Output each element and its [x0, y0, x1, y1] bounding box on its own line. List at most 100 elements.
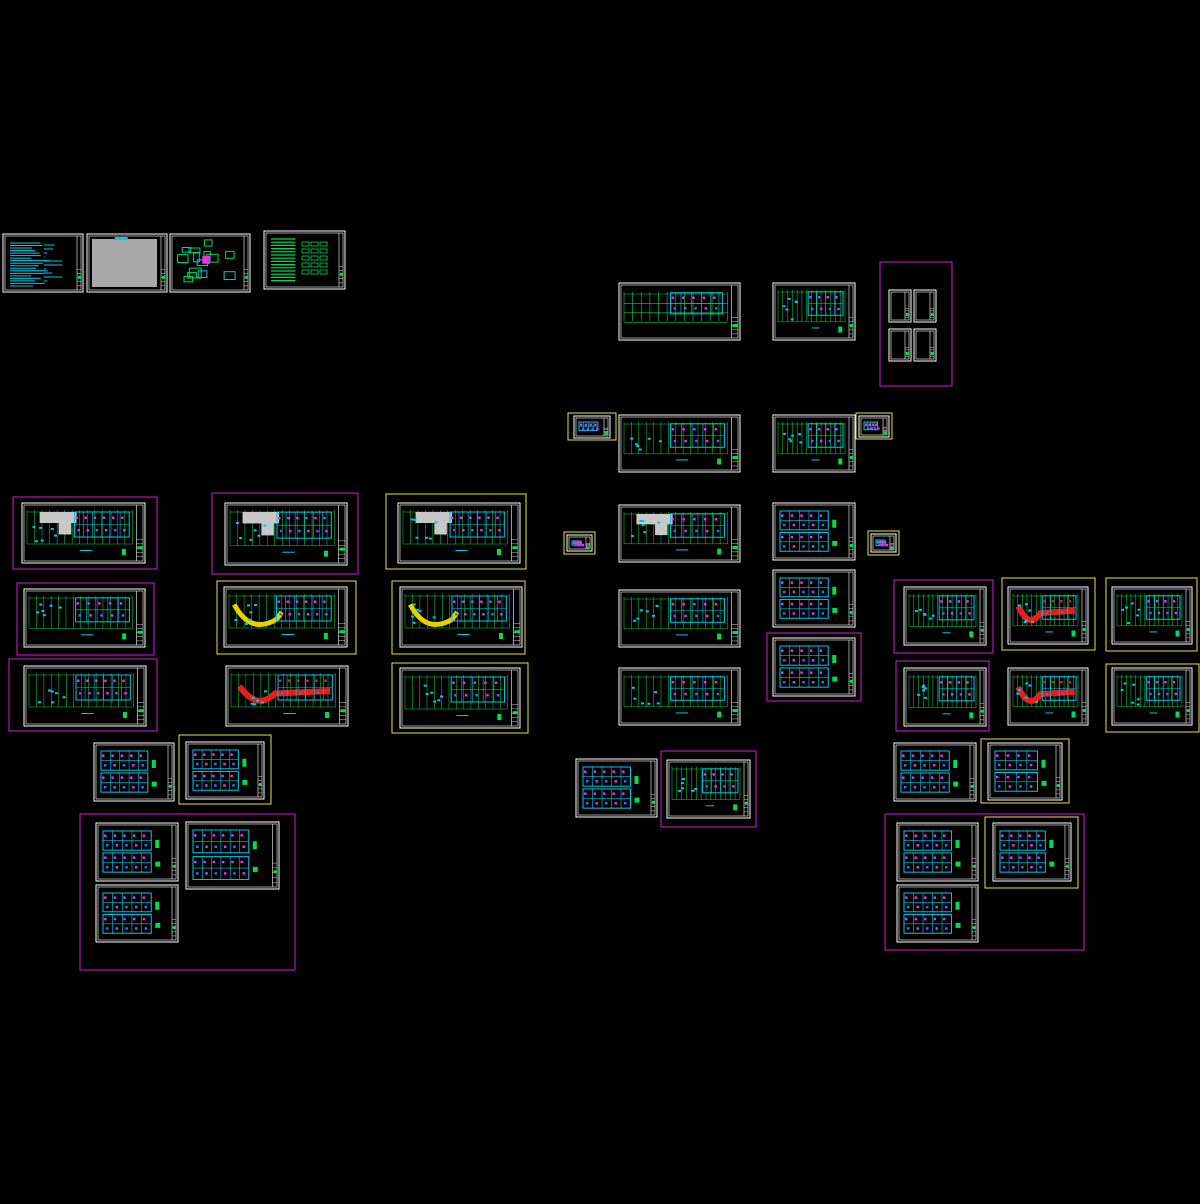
sheet-floor-plan[interactable] [23, 588, 146, 648]
room-mark [809, 514, 813, 517]
room-mark [132, 917, 136, 921]
sheet-design-notes-2[interactable] [86, 233, 168, 293]
plan-detail [432, 616, 436, 619]
sheet-inner-border [890, 330, 910, 360]
room-mark [586, 780, 589, 783]
room-mark [811, 439, 814, 443]
sheet-floor-plan[interactable] [618, 667, 741, 726]
sheet-detail[interactable] [870, 533, 897, 553]
sheet-foundation-plan[interactable] [618, 282, 741, 341]
title-block-stamp [931, 313, 934, 317]
sheet-floor-plan[interactable] [903, 586, 987, 646]
room-mark [316, 529, 319, 533]
sheet-design-notes-1[interactable] [2, 233, 84, 293]
sheet-border [185, 741, 265, 800]
plan-detail [641, 524, 645, 527]
sheet-detail[interactable] [566, 534, 593, 552]
plan-detail [437, 699, 441, 702]
sheet-floor-plan[interactable] [223, 586, 348, 648]
sheet-unit-plan[interactable] [185, 821, 280, 890]
sheet-section[interactable] [913, 328, 937, 362]
sheet-unit-plan[interactable] [992, 822, 1072, 882]
sheet-unit-plan[interactable] [772, 502, 856, 561]
plan-detail [1028, 684, 1032, 687]
room-mark [605, 780, 608, 783]
north-arrow [1071, 630, 1076, 637]
room-mark [1155, 599, 1159, 603]
sheet-floor-plan[interactable] [399, 667, 521, 729]
sheet-legend[interactable] [263, 230, 346, 290]
room-mark [914, 856, 918, 859]
sheet-border [573, 415, 611, 439]
plan-detail [50, 690, 54, 693]
sheet-unit-plan[interactable] [93, 742, 175, 802]
sheet-section[interactable] [888, 289, 912, 323]
room-mark [695, 614, 698, 618]
room-mark [914, 896, 918, 899]
sheet-floor-plan[interactable] [1111, 586, 1193, 645]
sheet-floor-plan[interactable] [399, 586, 523, 648]
sheet-floor-plan[interactable] [1007, 667, 1089, 726]
sheet-floor-plan[interactable] [772, 282, 856, 341]
room-mark [870, 427, 873, 430]
sheet-inner-border [1009, 588, 1087, 643]
sheet-unit-plan[interactable] [893, 742, 977, 802]
plan-detail [1024, 696, 1028, 699]
room-mark [298, 529, 301, 533]
room-mark [111, 516, 115, 519]
room-mark [132, 834, 136, 837]
sheet-detail[interactable] [573, 415, 611, 439]
room-mark [141, 764, 144, 767]
sheet-floor-plan[interactable] [21, 502, 146, 564]
room-mark [914, 834, 918, 837]
sheet-section[interactable] [913, 289, 937, 323]
sheet-elevation[interactable] [666, 759, 751, 819]
sheet-details[interactable] [169, 233, 251, 293]
room-mark [194, 860, 197, 864]
sheet-floor-plan[interactable] [1111, 667, 1193, 726]
sheet-unit-plan[interactable] [95, 884, 179, 943]
sheet-unit-plan[interactable] [95, 822, 179, 882]
room-mark [916, 866, 920, 869]
sheet-section[interactable] [888, 328, 912, 362]
sheet-unit-plan[interactable] [896, 884, 979, 943]
room-mark [881, 541, 884, 544]
sheet-floor-plan[interactable] [224, 502, 348, 566]
sheet-floor-plan[interactable] [618, 504, 741, 563]
legend-cell [310, 248, 319, 254]
legend-mark [151, 781, 157, 787]
sheet-floor-plan[interactable] [225, 665, 349, 727]
room-mark [819, 439, 823, 443]
title-block-stamp [169, 784, 172, 788]
sheet-unit-plan[interactable] [575, 758, 658, 818]
sheet-unit-plan[interactable] [896, 822, 979, 882]
plan-detail [234, 619, 238, 622]
sheet-floor-plan[interactable] [23, 665, 147, 727]
plan-detail [681, 787, 685, 790]
plan-detail [433, 700, 437, 703]
room-mark [489, 529, 492, 532]
legend-mark [955, 840, 960, 848]
sheet-floor-plan[interactable] [772, 414, 856, 473]
sheet-detail[interactable] [858, 415, 890, 438]
sheet-unit-plan[interactable] [772, 637, 856, 697]
sheet-floor-plan[interactable] [618, 589, 741, 648]
title-block-stamp [1187, 628, 1190, 632]
sheet-unit-plan[interactable] [772, 569, 856, 628]
plan-detail [37, 701, 41, 704]
sheet-floor-plan[interactable] [397, 502, 521, 564]
sheet-floor-plan[interactable] [618, 414, 741, 473]
room-mark [622, 770, 625, 773]
room-mark [682, 602, 685, 606]
north-arrow [733, 804, 738, 811]
sheet-unit-plan[interactable] [987, 742, 1063, 801]
sheet-unit-plan[interactable] [185, 741, 265, 800]
plan-detail [1137, 608, 1141, 611]
sheet-floor-plan[interactable] [1007, 586, 1089, 645]
group-frame [660, 750, 757, 828]
room-mark [455, 613, 458, 616]
sheet-floor-plan[interactable] [903, 667, 987, 727]
group-frame [79, 813, 296, 971]
